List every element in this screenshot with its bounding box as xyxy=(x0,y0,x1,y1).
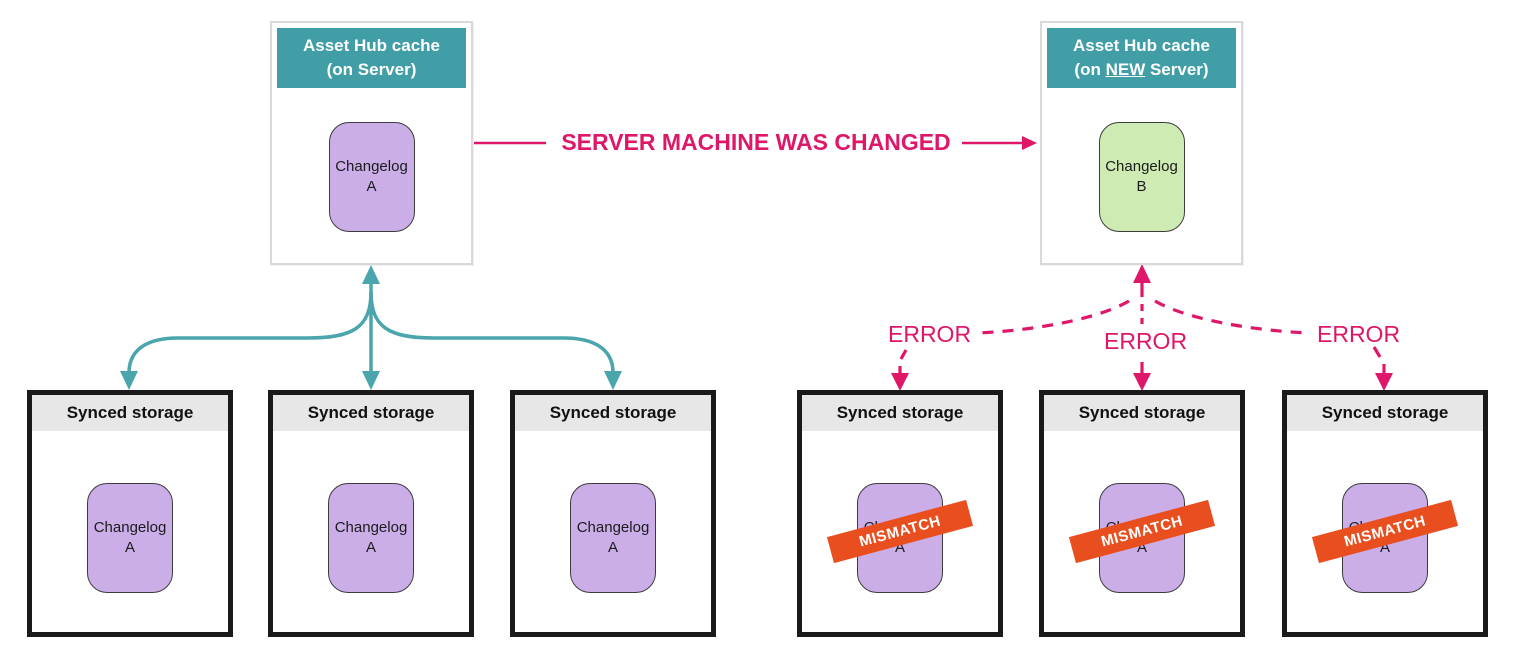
teal-down-arrowhead-right xyxy=(604,371,622,390)
title2-pre: (on xyxy=(1074,59,1106,79)
synced-storage-box-2: Synced storage Changelog A xyxy=(268,390,474,637)
error-down-arrowhead-right xyxy=(1375,373,1393,391)
synced-storage-header: Synced storage xyxy=(1044,395,1240,431)
error-down-arrowhead-left xyxy=(891,373,909,391)
changelog-a-node: Changelog A xyxy=(87,483,173,593)
error-tick-left xyxy=(899,349,908,360)
synced-storage-header: Synced storage xyxy=(273,395,469,431)
synced-storage-box-6: Synced storage Changelog A MISMATCH xyxy=(1282,390,1488,637)
title2-post: Server) xyxy=(1145,59,1209,79)
error-up-arrowhead xyxy=(1133,264,1151,283)
error-label-left: ERROR xyxy=(888,321,972,347)
server-changed-label: SERVER MACHINE WAS CHANGED xyxy=(561,129,951,155)
changelog-b-node-hub-new: Changelog B xyxy=(1098,122,1185,232)
synced-storage-box-1: Synced storage Changelog A xyxy=(27,390,233,637)
title2-new-underlined: NEW xyxy=(1105,59,1146,79)
teal-up-arrowhead xyxy=(362,265,380,284)
error-label-right: ERROR xyxy=(1317,321,1401,347)
teal-left-branch xyxy=(127,291,373,372)
error-down-arrowhead-mid xyxy=(1133,373,1151,391)
asset-hub-new-title-line1: Asset Hub cache xyxy=(1073,36,1210,55)
teal-right-branch xyxy=(369,291,615,372)
synced-storage-box-4: Synced storage Changelog A MISMATCH xyxy=(797,390,1003,637)
asset-hub-new-header: Asset Hub cache (on NEW Server) xyxy=(1047,28,1236,88)
error-label-middle: ERROR xyxy=(1104,328,1188,354)
synced-storage-header: Synced storage xyxy=(515,395,711,431)
teal-sync-arrows xyxy=(120,265,622,390)
teal-down-arrowhead-mid xyxy=(362,371,380,390)
asset-hub-old-title-line2: (on Server) xyxy=(326,59,417,79)
changelog-a-node: Changelog A xyxy=(570,483,656,593)
error-tick-right xyxy=(1372,346,1382,358)
changelog-a-node-hub-old: Changelog A xyxy=(328,122,415,232)
asset-hub-cache-new-box: Asset Hub cache (on NEW Server) Changelo… xyxy=(1040,21,1243,265)
asset-hub-new-title-line2: (on NEW Server) xyxy=(1049,58,1234,82)
asset-hub-old-header: Asset Hub cache (on Server) xyxy=(277,28,466,88)
asset-hub-cache-old-box: Asset Hub cache (on Server) Changelog A xyxy=(270,21,473,265)
synced-storage-header: Synced storage xyxy=(1287,395,1483,431)
synced-storage-box-5: Synced storage Changelog A MISMATCH xyxy=(1039,390,1245,637)
changelog-a-node: Changelog A xyxy=(328,483,414,593)
synced-storage-header: Synced storage xyxy=(32,395,228,431)
synced-storage-header: Synced storage xyxy=(802,395,998,431)
synced-storage-box-3: Synced storage Changelog A xyxy=(510,390,716,637)
asset-hub-old-title-line1: Asset Hub cache xyxy=(303,36,440,55)
teal-down-arrowhead-left xyxy=(120,371,138,390)
